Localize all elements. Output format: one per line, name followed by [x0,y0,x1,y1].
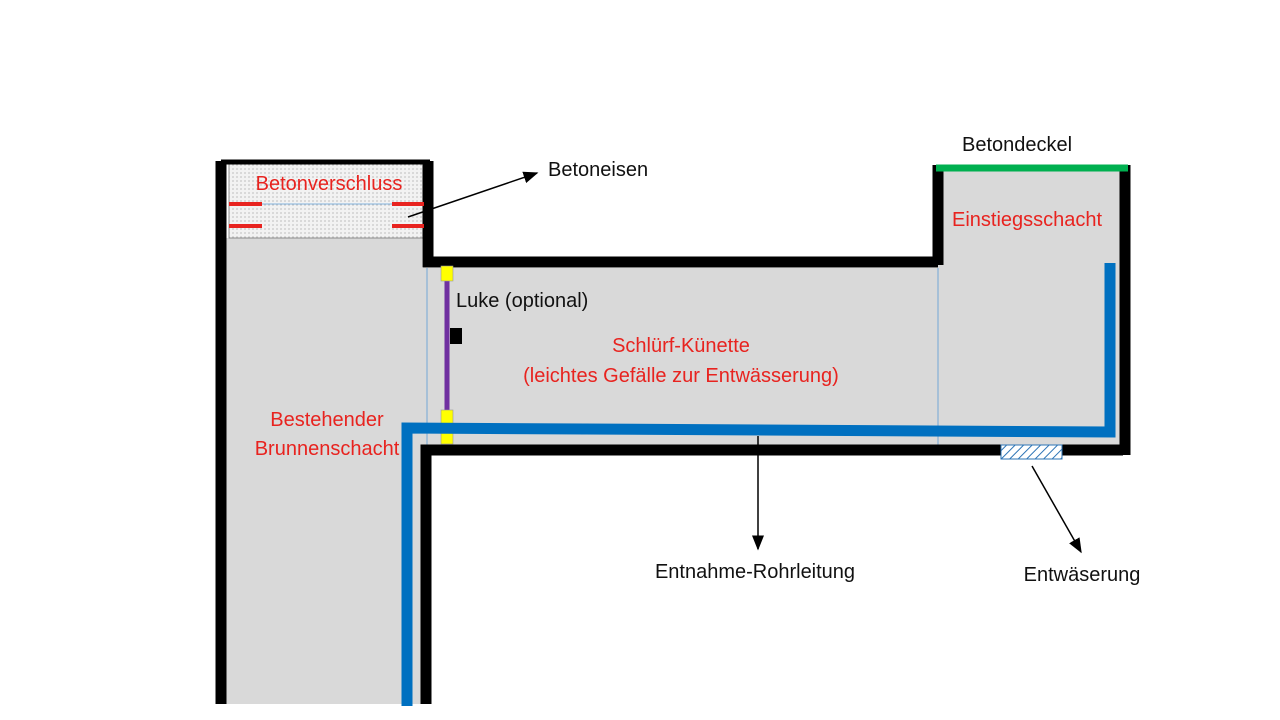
entwaeserung-drain [1000,444,1063,460]
wall-einstieg [932,165,1131,455]
label-entwaeserung: Entwäserung [1024,564,1141,586]
luke-handle [450,328,462,344]
label-betonverschluss: Betonverschluss [256,173,403,195]
wall-left-shaft-right-upper [422,161,938,268]
brunnenschacht-fill [226,238,422,704]
label-luke: Luke (optional) [456,290,588,312]
label-kuenette-line1: Schlürf-Künette [612,335,750,357]
betoneisen-arrow [407,171,539,218]
einstiegsschacht-fill [938,170,1122,448]
label-betoneisen: Betoneisen [548,159,648,181]
label-brunnen-line1: Bestehender [270,409,384,431]
label-brunnen-line2: Brunnenschacht [255,438,400,460]
entnahme-pipe [401,263,1116,706]
entwaeserung-arrow [1031,465,1082,554]
label-betondeckel: Betondeckel [962,134,1072,156]
label-kuenette-line2: (leichtes Gefälle zur Entwässerung) [523,365,839,387]
label-entnahme: Entnahme-Rohrleitung [655,561,855,583]
wall-kuenette-bottom [420,444,1123,704]
betoneisen-bars [229,202,424,228]
kuenette-fill [422,268,938,448]
luke-marker-top [440,265,454,282]
label-einstiegsschacht: Einstiegsschacht [952,209,1103,231]
